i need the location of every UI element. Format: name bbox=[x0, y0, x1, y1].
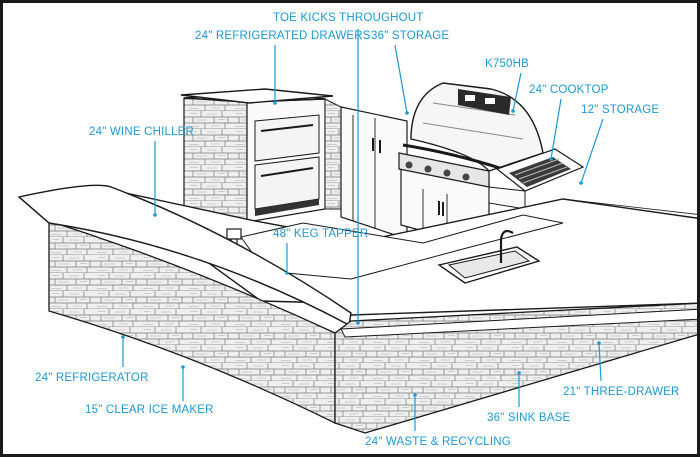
label-waste-recycling: 24" WASTE & RECYCLING bbox=[365, 436, 511, 448]
callout-leaders bbox=[121, 29, 604, 431]
cooktop bbox=[488, 148, 585, 210]
label-sink-base: 36" SINK BASE bbox=[487, 412, 571, 424]
refrigerated-drawer-tower bbox=[180, 88, 342, 223]
label-ice-maker: 15" CLEAR ICE MAKER bbox=[85, 404, 214, 416]
outdoor-kitchen-drawing bbox=[17, 29, 697, 434]
label-keg-tapper: 48" KEG TAPPER bbox=[273, 228, 369, 240]
label-cooktop: 24" COOKTOP bbox=[529, 84, 609, 96]
front-right-wall bbox=[334, 302, 697, 434]
main-countertop bbox=[106, 188, 697, 316]
label-refrigerated-drawers: 24" REFRIGERATED DRAWERS bbox=[195, 30, 371, 42]
label-wine-chiller: 24" WINE CHILLER bbox=[89, 126, 195, 138]
label-three-drawer: 21" THREE-DRAWER bbox=[563, 386, 680, 398]
label-toe-kicks: TOE KICKS THROUGHOUT bbox=[273, 12, 424, 24]
label-storage-36: 36" STORAGE bbox=[371, 30, 450, 42]
refrigerated-drawers bbox=[254, 114, 320, 216]
back-storage-cabinet bbox=[340, 106, 408, 240]
label-grill-model: K750HB bbox=[485, 58, 530, 70]
label-refrigerator: 24" REFRIGERATOR bbox=[35, 372, 149, 384]
front-bar bbox=[17, 184, 352, 425]
sink bbox=[437, 229, 541, 284]
label-storage-12: 12" STORAGE bbox=[581, 104, 660, 116]
